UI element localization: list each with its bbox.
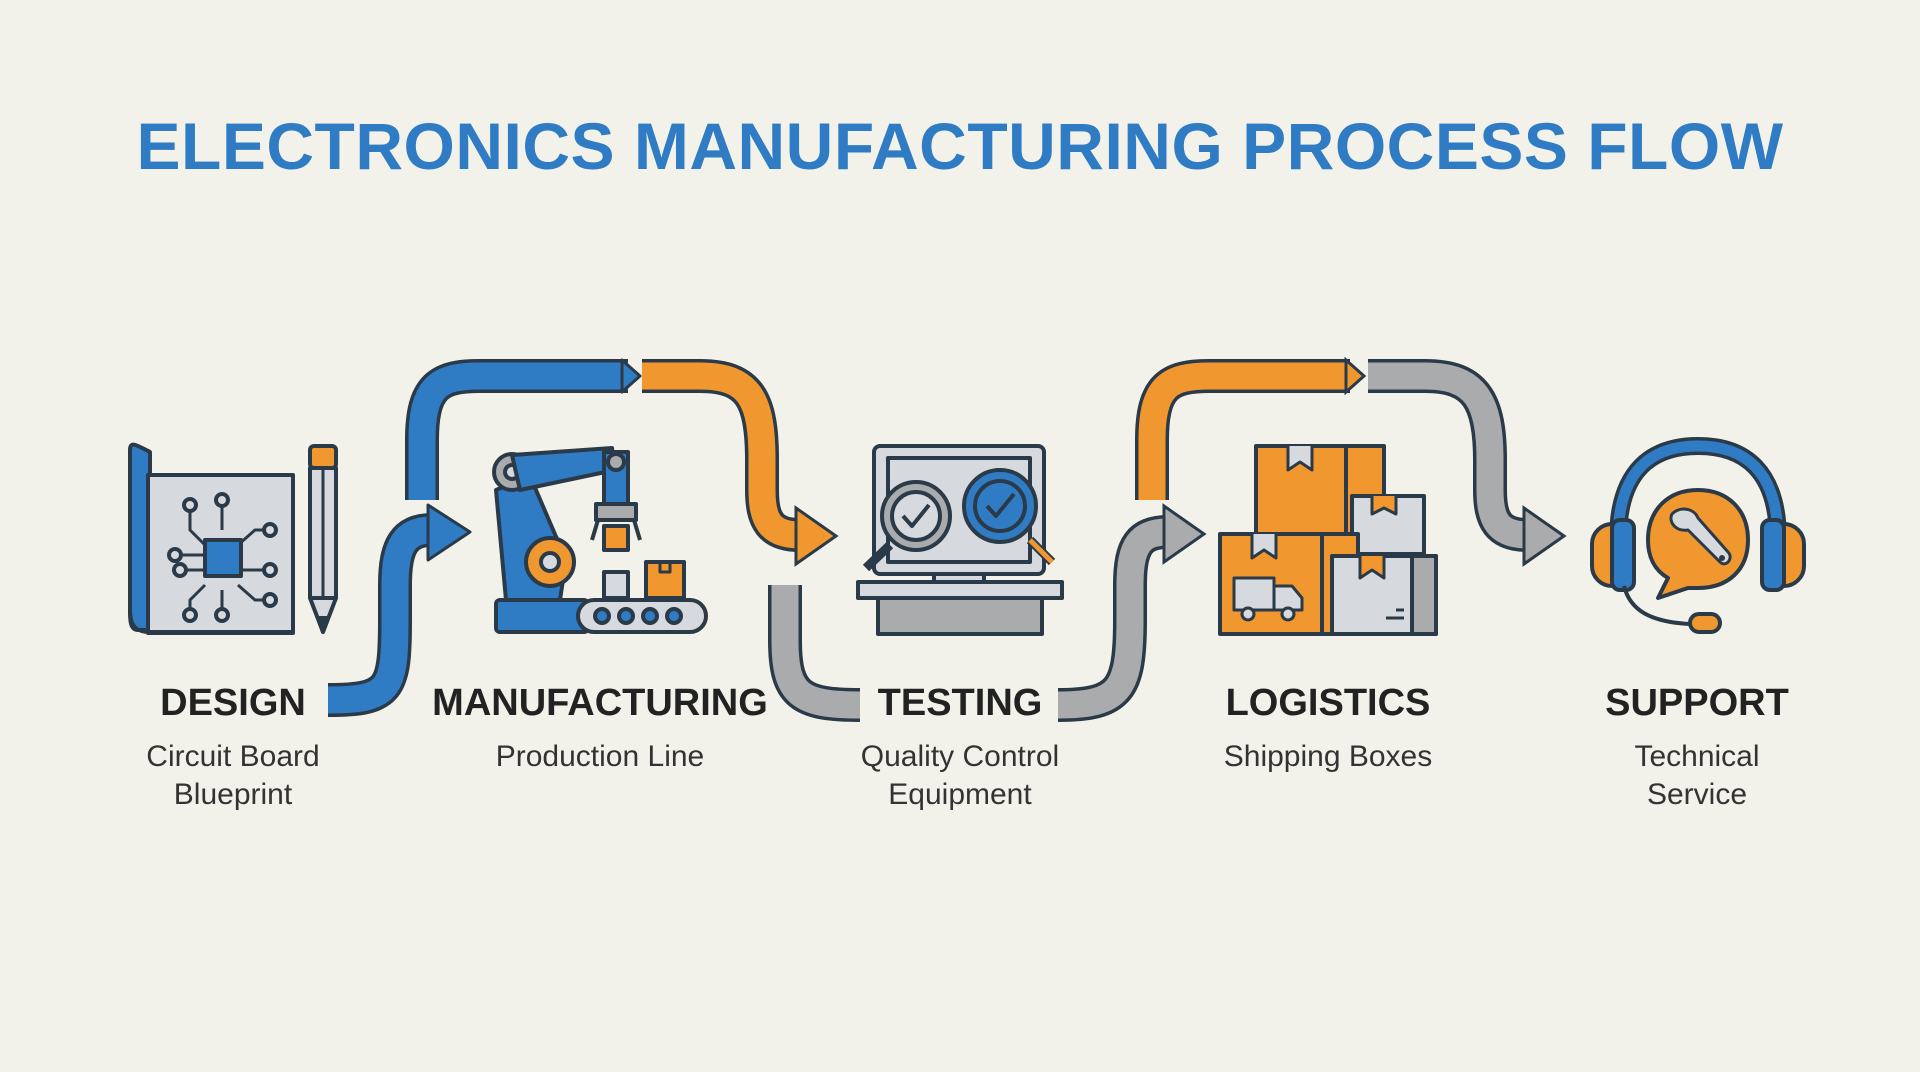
step-label-logistics: LOGISTICS bbox=[1225, 682, 1431, 724]
step-desc-design: Circuit Board Blueprint bbox=[83, 738, 383, 814]
step-label-testing: TESTING bbox=[877, 682, 1043, 724]
step-label-manufacturing: MANUFACTURING bbox=[432, 682, 768, 724]
circuit-blueprint-icon bbox=[128, 442, 338, 635]
step-desc-line: Equipment bbox=[888, 778, 1032, 811]
step-desc-line: Shipping Boxes bbox=[1223, 740, 1433, 773]
shipping-boxes-icon bbox=[1218, 444, 1438, 636]
step-desc-line: Blueprint bbox=[173, 778, 293, 811]
page-title: ELECTRONICS MANUFACTURING PROCESS FLOW bbox=[136, 109, 1784, 183]
connector-logistics-to-support bbox=[1368, 359, 1567, 567]
step-desc-line: Service bbox=[1646, 778, 1748, 811]
connector-manufacturing-to-testing bbox=[642, 359, 861, 722]
step-desc-logistics: Shipping Boxes bbox=[1178, 738, 1478, 776]
step-label-support: SUPPORT bbox=[1605, 682, 1789, 724]
step-desc-line: Technical bbox=[1634, 740, 1760, 773]
connector-testing-to-logistics bbox=[1057, 356, 1367, 722]
quality-monitor-icon bbox=[856, 444, 1064, 636]
step-desc-line: Production Line bbox=[495, 740, 705, 773]
robot-arm-icon bbox=[492, 446, 708, 634]
connector-design-to-manufacturing bbox=[327, 358, 642, 717]
headset-support-icon bbox=[1590, 437, 1806, 634]
step-desc-manufacturing: Production Line bbox=[450, 738, 750, 776]
step-desc-support: Technical Service bbox=[1547, 738, 1847, 814]
step-desc-line: Quality Control bbox=[860, 740, 1060, 773]
step-desc-testing: Quality Control Equipment bbox=[810, 738, 1110, 814]
step-label-design: DESIGN bbox=[160, 682, 306, 724]
step-desc-line: Circuit Board bbox=[146, 740, 320, 773]
